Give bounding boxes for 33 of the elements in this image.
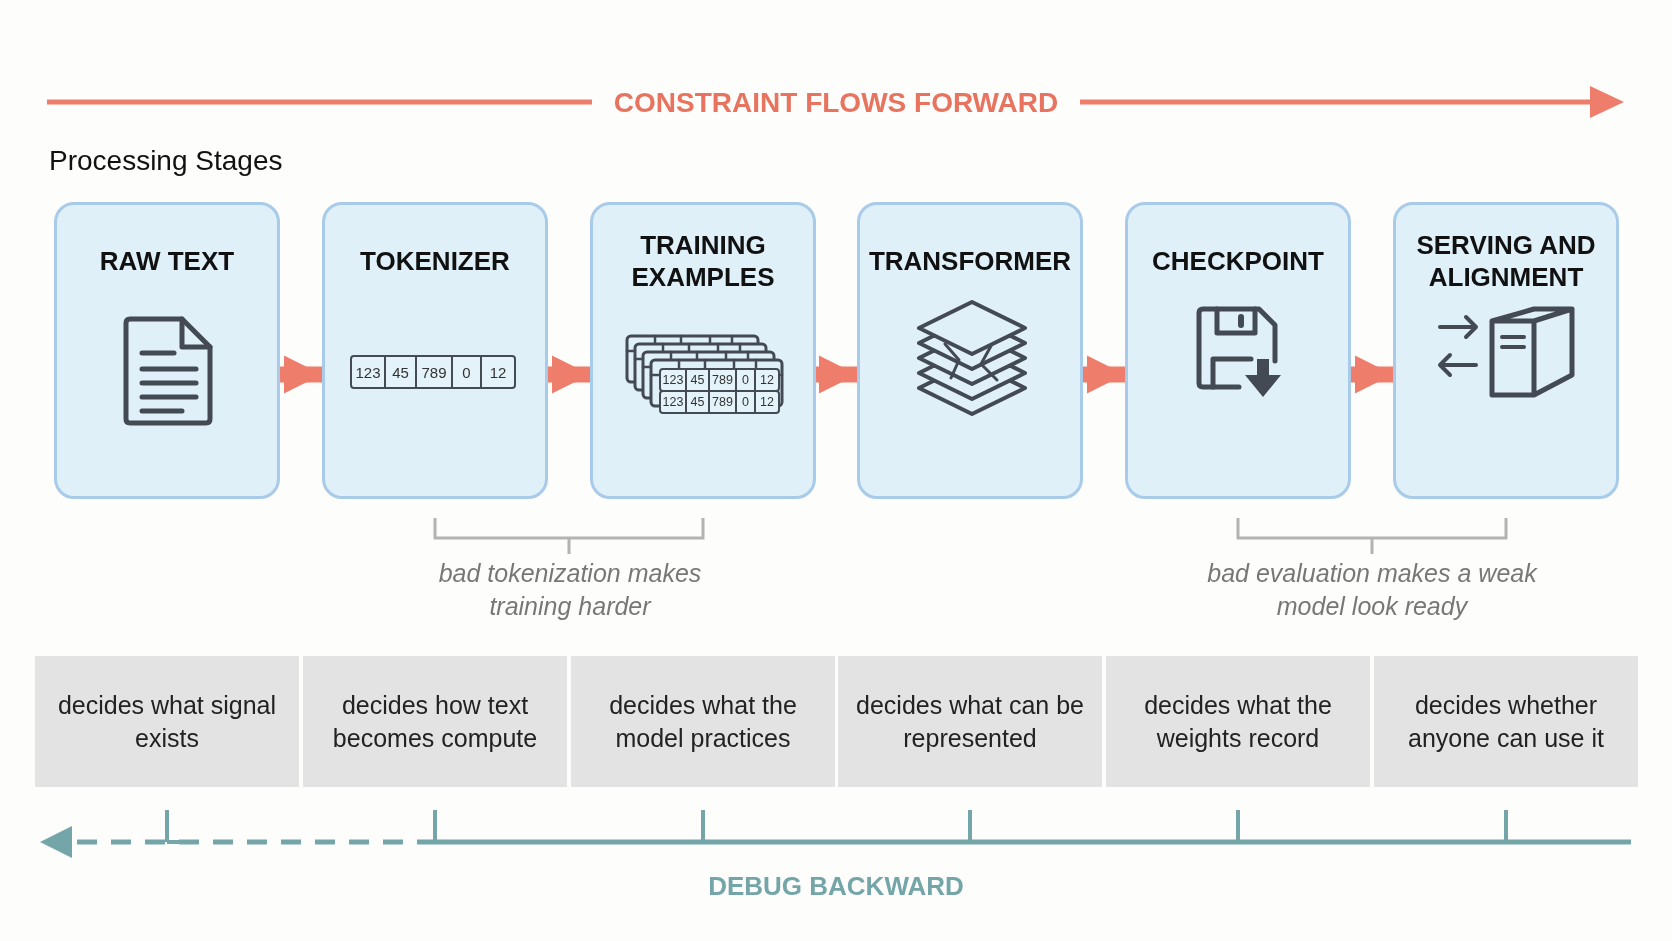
token-cell: 12 — [754, 368, 780, 392]
description-cell: decides what the model practices — [571, 656, 835, 787]
description-cell: decides what the weights record — [1106, 656, 1370, 787]
stage-title: RAW TEXT — [98, 245, 236, 278]
description-cell: decides what can be represented — [838, 656, 1102, 787]
stage-box — [322, 202, 548, 499]
stage-title: TOKENIZER — [359, 245, 511, 278]
token-cell: 12 — [480, 355, 516, 389]
stage-title: CHECKPOINT — [1151, 245, 1325, 278]
annotation-text: bad tokenization makes training harder — [437, 558, 703, 622]
stage-title: TRAINING EXAMPLES — [630, 229, 776, 294]
section-heading: Processing Stages — [49, 145, 283, 177]
stage-title: SERVING AND ALIGNMENT — [1415, 229, 1597, 294]
flow-arrow — [816, 355, 857, 394]
stage-title: TRANSFORMER — [867, 245, 1073, 278]
stage-box — [590, 202, 816, 499]
description-cell: decides how text becomes compute — [303, 656, 567, 787]
description-cell: decides what signal exists — [35, 656, 299, 787]
flow-arrow — [1351, 355, 1393, 394]
token-cell: 789 — [415, 355, 453, 389]
flow-arrow — [548, 355, 590, 394]
token-cell: 12 — [754, 389, 780, 414]
direction-label: DEBUG BACKWARD — [707, 870, 965, 903]
annotation-text: bad evaluation makes a weak model look ready — [1206, 558, 1539, 622]
token-cell: 123 — [350, 355, 386, 389]
stage-box — [1125, 202, 1351, 499]
description-cell: decides whether anyone can use it — [1374, 656, 1638, 787]
direction-label: CONSTRAINT FLOWS FORWARD — [612, 86, 1060, 120]
stage-box — [857, 202, 1083, 499]
stage-box — [1393, 202, 1619, 499]
flow-arrow — [1083, 355, 1125, 394]
stage-box — [54, 202, 280, 499]
flow-arrow — [280, 355, 322, 394]
